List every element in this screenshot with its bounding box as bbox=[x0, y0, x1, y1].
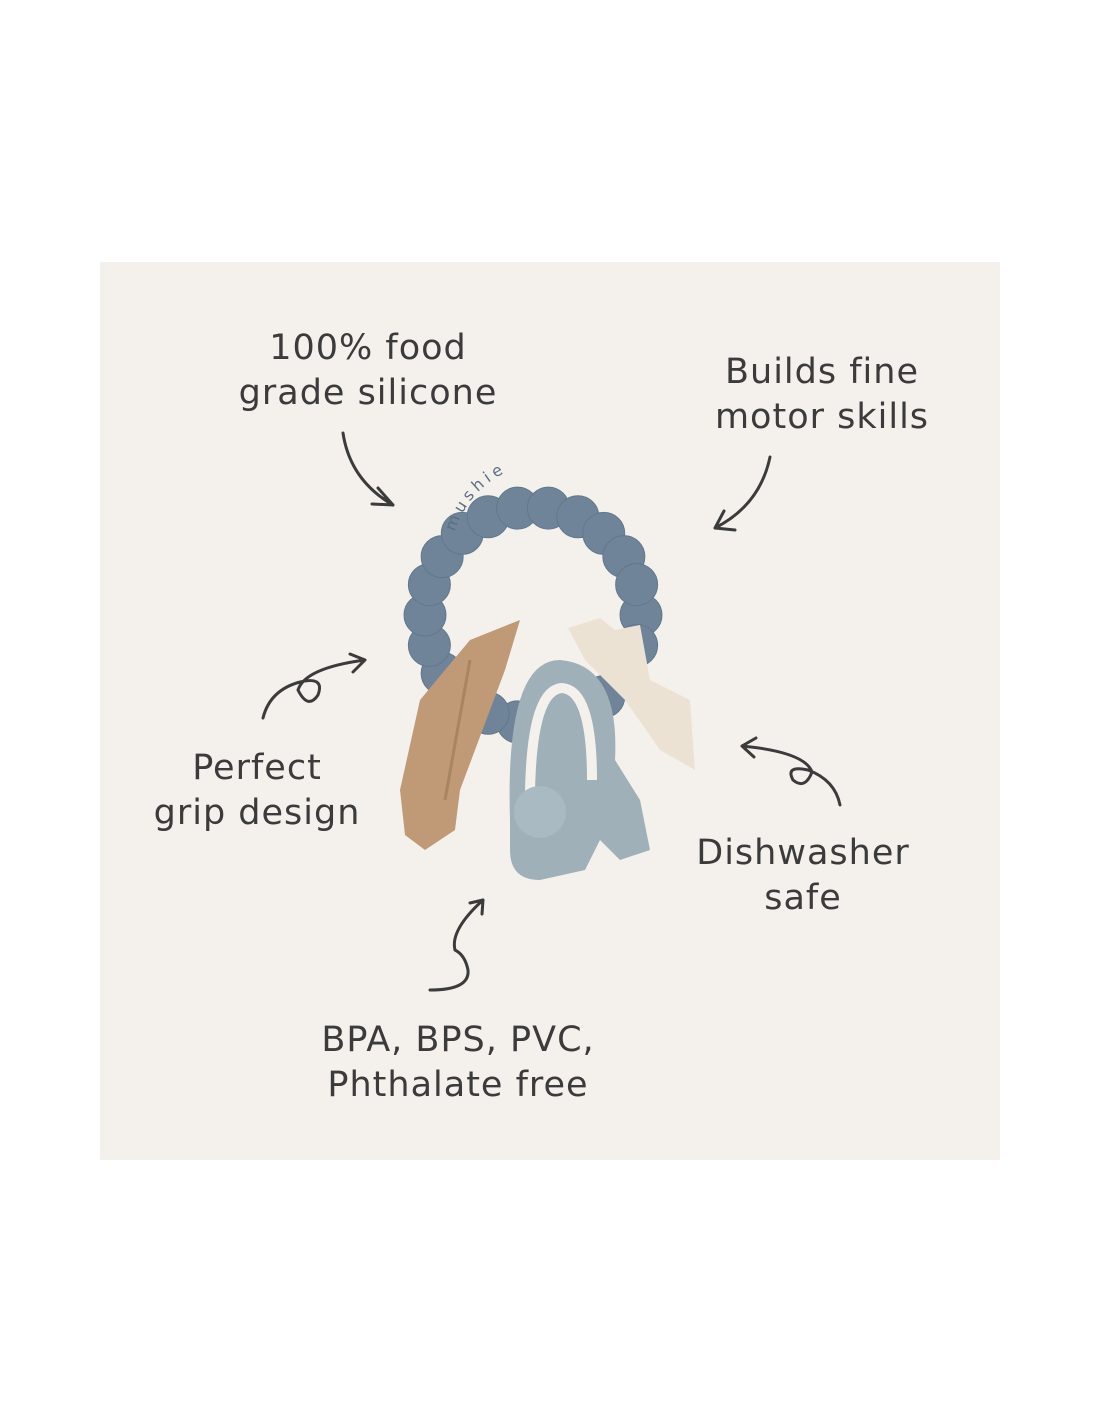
feature-line: Builds fine bbox=[725, 352, 919, 392]
rocket-charm bbox=[400, 620, 520, 850]
feature-line: Dishwasher bbox=[696, 833, 910, 873]
arrow-icon bbox=[261, 652, 367, 720]
ring-bead bbox=[615, 563, 659, 607]
feature-grip-design: Perfect grip design bbox=[154, 746, 361, 836]
feature-food-grade-silicone: 100% food grade silicone bbox=[239, 326, 498, 416]
arrow-icon bbox=[740, 736, 842, 807]
arrows bbox=[261, 431, 842, 992]
feature-dishwasher-safe: Dishwasher safe bbox=[696, 831, 910, 921]
star-charm bbox=[568, 618, 695, 770]
feature-line: Phthalate free bbox=[327, 1065, 589, 1105]
feature-line: BPA, BPS, PVC, bbox=[321, 1020, 595, 1060]
feature-fine-motor-skills: Builds fine motor skills bbox=[715, 350, 929, 440]
feature-line: 100% food bbox=[269, 328, 467, 368]
feature-line: grip design bbox=[153, 793, 361, 833]
feature-line: Perfect bbox=[192, 748, 322, 788]
arrow-icon bbox=[428, 898, 485, 992]
arrow-icon bbox=[341, 431, 395, 507]
feature-line: grade silicone bbox=[238, 373, 498, 413]
arrow-icon bbox=[713, 455, 772, 532]
feature-line: motor skills bbox=[714, 397, 930, 437]
feature-line: safe bbox=[764, 878, 842, 918]
feature-bpa-free: BPA, BPS, PVC, Phthalate free bbox=[321, 1018, 594, 1108]
